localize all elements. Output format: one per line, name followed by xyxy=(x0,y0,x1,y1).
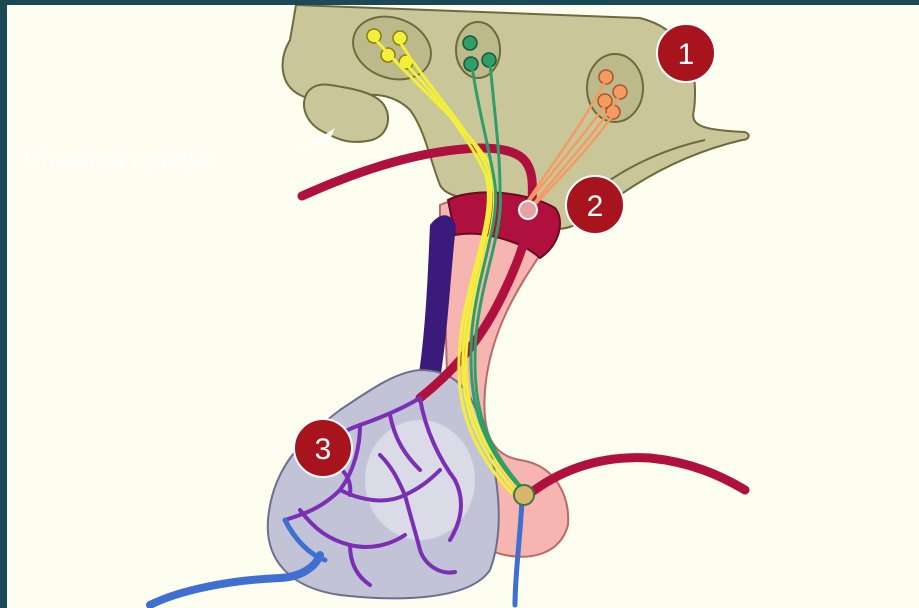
pointer-icon xyxy=(298,128,335,152)
nucleus-green xyxy=(456,22,500,78)
marker-3-label: 3 xyxy=(315,433,332,466)
median-eminence-terminal xyxy=(519,201,537,219)
diagram-stage: Chiasma optique xyxy=(7,5,919,608)
pituitary-diagram: Chiasma optique xyxy=(7,5,919,608)
marker-2[interactable]: 2 xyxy=(566,176,624,234)
posterior-lobe-terminal xyxy=(514,485,534,505)
faint-caption: Chiasma optique xyxy=(22,144,217,174)
marker-1-label: 1 xyxy=(678,38,695,71)
marker-3[interactable]: 3 xyxy=(294,419,352,477)
marker-1[interactable]: 1 xyxy=(657,24,715,82)
marker-2-label: 2 xyxy=(587,190,604,223)
